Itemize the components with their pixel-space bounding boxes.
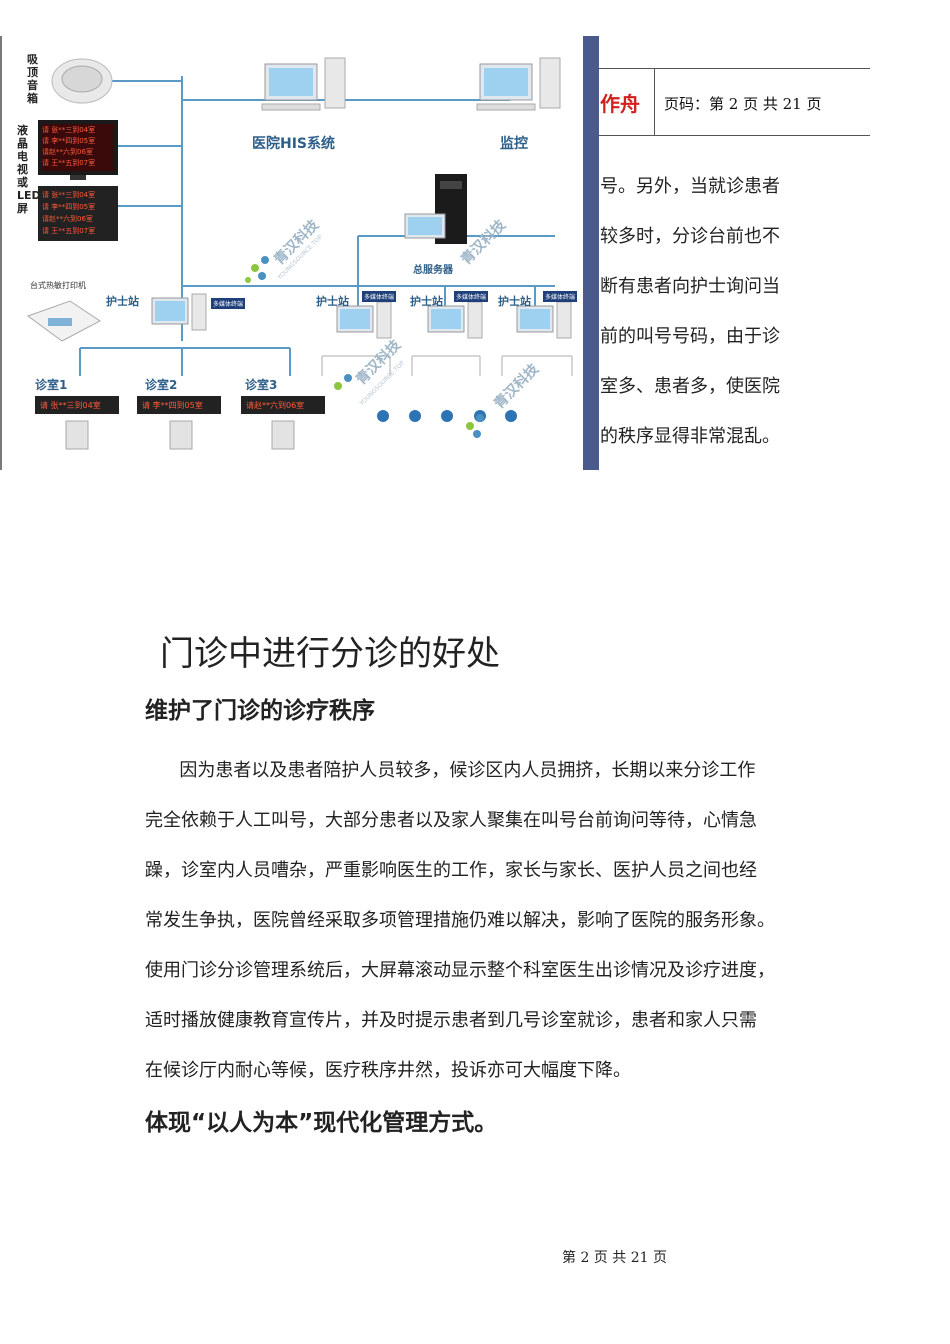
printer-icon — [26, 300, 101, 342]
side-text-line: 室多、患者多，使医院 — [600, 376, 780, 397]
terminal-badge: 多媒体终端 — [543, 291, 578, 302]
ellipsis-dots — [377, 410, 517, 422]
side-text-line: 较多时，分诊台前也不 — [600, 226, 780, 247]
body-line: 在候诊厅内耐心等候，医疗秩序井然，投诉亦可大幅度下降。 — [145, 1060, 631, 1081]
led-board-line: 请 李**四到05室 — [42, 203, 96, 211]
nurse-station-computer-icon-3 — [427, 301, 483, 339]
body-line: 完全依赖于人工叫号，大部分患者以及家人聚集在叫号台前询问等待，心情急 — [145, 810, 757, 831]
nurse-station-label: 护士站 — [316, 295, 349, 308]
body-line: 适时播放健康教育宣传片，并及时提示患者到几号诊室就诊，患者和家人只需 — [145, 1010, 757, 1031]
network-diagram: 吸顶音箱 液晶电视或LED屏 请 张**三到04室 请 李**四到05室 请赵*… — [0, 36, 585, 472]
nurse-station-label: 护士站 — [410, 295, 443, 308]
body-line: 躁，诊室内人员嘈杂，严重影响医生的工作，家长与家长、医护人员之间也经 — [145, 860, 757, 881]
nurse-station-label: 护士站 — [106, 295, 139, 308]
side-text-line: 断有患者向护士询问当 — [600, 276, 780, 297]
tv-led-line: 请 李**四到05室 — [42, 137, 96, 145]
room-led-bars — [35, 396, 325, 414]
tv-led-line: 请 张**三到04室 — [42, 126, 96, 134]
tv-led-lines: 请 张**三到04室 请 李**四到05室 请赵**六到06室 请 王**五到0… — [42, 125, 112, 169]
led-board-icon — [38, 186, 118, 241]
terminal-badge: 多媒体终端 — [362, 291, 397, 302]
nurse-station-computer-icon-2 — [336, 301, 392, 339]
clinic-room-label: 诊室2 — [145, 378, 178, 392]
server-label: 总服务器 — [413, 265, 453, 276]
section-title: 门诊中进行分诊的好处 — [160, 634, 500, 674]
speaker-label: 吸顶音箱 — [27, 53, 38, 105]
led-board-lines: 请 张**三到04室 请 李**四到05室 请赵**六到06室 请 王**五到0… — [42, 189, 116, 237]
header-name: 作舟 — [600, 92, 640, 116]
sub-lines — [321, 355, 573, 376]
subheading-people-oriented: 体现“以人为本”现代化管理方式。 — [145, 1110, 498, 1136]
tv-label: 液晶电视或LED屏 — [17, 124, 41, 215]
clinic-room-label: 诊室3 — [245, 378, 278, 392]
room-led-text: 请赵**六到06室 — [246, 401, 305, 410]
server-icon — [404, 174, 467, 244]
call-device-icons — [65, 420, 295, 450]
connection-lines — [79, 76, 555, 376]
side-text-line: 的秩序显得非常混乱。 — [600, 426, 780, 447]
his-label: 医院HIS系统 — [252, 136, 336, 152]
header-page-number: 页码：第 2 页 共 21 页 — [664, 95, 822, 113]
monitor-label: 监控 — [500, 136, 528, 152]
led-board-line: 请赵**六到06室 — [42, 215, 93, 223]
led-board-line: 请 张**三到04室 — [42, 191, 96, 199]
side-accent-bar — [583, 36, 599, 470]
tv-led-line: 请赵**六到06室 — [42, 148, 93, 156]
side-text-line: 前的叫号号码，由于诊 — [600, 326, 780, 347]
side-text-line: 号。另外，当就诊患者 — [600, 176, 780, 197]
tv-led-line: 请 王**五到07室 — [42, 159, 96, 167]
header-divider — [654, 68, 655, 136]
watermark-logo-icons — [245, 256, 484, 438]
nurse-station-computer-icon-4 — [516, 301, 572, 339]
room-led-text: 请 张**三到04室 — [40, 401, 101, 410]
left-rule — [0, 36, 2, 470]
footer-page-number: 第 2 页 共 21 页 — [562, 1250, 667, 1266]
clinic-room-label: 诊室1 — [35, 378, 68, 392]
nurse-station-label: 护士站 — [498, 295, 531, 308]
led-board-line: 请 王**五到07室 — [42, 227, 96, 235]
header-top-rule — [599, 68, 870, 69]
diagram-svg — [26, 57, 573, 450]
printer-label: 台式热敏打印机 — [30, 281, 86, 290]
room-led-text: 请 李**四到05室 — [142, 401, 203, 410]
header-bottom-rule — [599, 135, 870, 136]
his-computer-icon — [261, 57, 346, 111]
body-line: 使用门诊分诊管理系统后，大屏幕滚动显示整个科室医生出诊情况及诊疗进度， — [145, 960, 775, 981]
body-line: 常发生争执，医院曾经采取多项管理措施仍难以解决，影响了医院的服务形象。 — [145, 910, 775, 931]
monitor-computer-icon — [476, 57, 561, 111]
tv-icon — [38, 120, 118, 180]
terminal-badge: 多媒体终端 — [454, 291, 489, 302]
terminal-badge: 多媒体终端 — [211, 298, 246, 309]
subheading-order: 维护了门诊的诊疗秩序 — [145, 698, 375, 724]
nurse-station-computer-icon — [151, 293, 207, 331]
body-line: 因为患者以及患者陪护人员较多，候诊区内人员拥挤，长期以来分诊工作 — [145, 760, 756, 781]
speaker-icon — [51, 58, 113, 104]
